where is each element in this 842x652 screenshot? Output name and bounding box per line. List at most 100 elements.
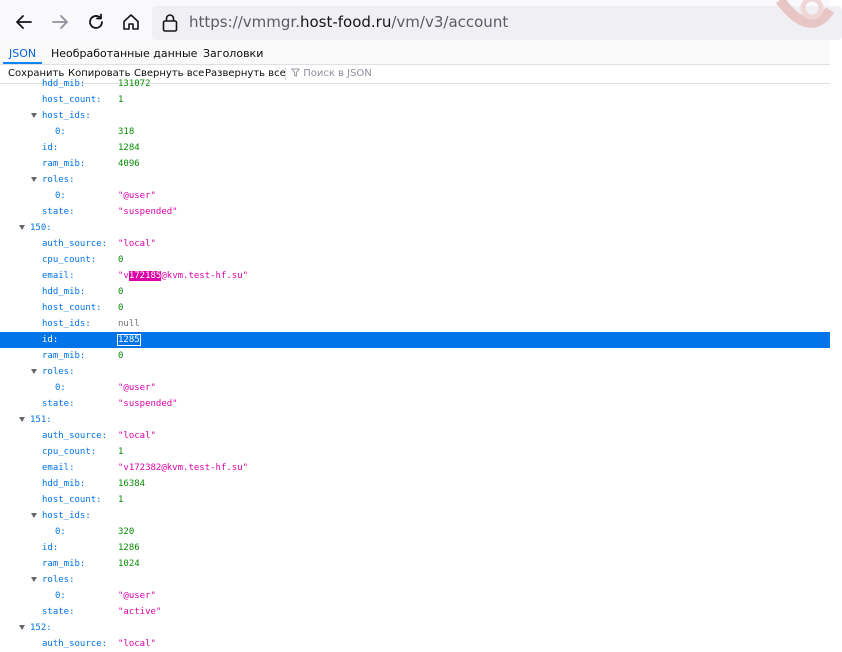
tree-row[interactable]: hdd_mib: 131072 <box>0 76 830 92</box>
tab-json[interactable]: JSON <box>3 44 43 64</box>
tree-key: host_count: <box>42 95 102 105</box>
tree-key: ram_mib: <box>42 559 86 569</box>
tree-row[interactable]: roles: <box>0 572 830 588</box>
tree-row[interactable]: id:1286 <box>0 540 830 556</box>
tree-key: 150: <box>30 223 52 233</box>
expand-toggle-icon[interactable] <box>31 113 37 118</box>
tree-row[interactable]: host_count: 1 <box>0 92 830 108</box>
tree-row[interactable]: roles: <box>0 172 830 188</box>
tree-value: 1 <box>118 444 123 460</box>
tree-row[interactable]: 0:318 <box>0 124 830 140</box>
tree-row[interactable]: 0:"@user" <box>0 380 830 396</box>
tree-row[interactable]: auth_source: "local" <box>0 428 830 444</box>
tree-row[interactable]: host_ids: <box>0 508 830 524</box>
tree-row[interactable]: 150: <box>0 220 830 236</box>
tree-key: 0: <box>55 127 66 137</box>
tree-value: "active" <box>118 604 161 620</box>
url-text[interactable]: https://vmmgr.host-food.ru/vm/v3/account <box>189 13 508 31</box>
copy-button[interactable]: Копировать <box>68 68 131 79</box>
tree-value: 0 <box>118 284 123 300</box>
tree-key: roles: <box>42 367 75 377</box>
value-text: "suspended" <box>118 207 178 217</box>
value-text: 1 <box>118 495 124 505</box>
tree-value: 131072 <box>118 76 151 92</box>
tree-key: 151: <box>30 415 52 425</box>
tree-value: 1 <box>118 492 123 508</box>
page-logo-decoration <box>776 0 835 28</box>
expand-toggle-icon[interactable] <box>31 177 37 182</box>
forward-button[interactable] <box>46 8 74 36</box>
collapse-all-button[interactable]: Свернуть все <box>134 68 205 79</box>
value-text: "suspended" <box>118 399 178 409</box>
tree-key: hdd_mib: <box>42 287 86 297</box>
filter-json-input[interactable]: Поиск в JSON <box>291 65 372 83</box>
tree-key: email: <box>42 271 75 281</box>
tree-row[interactable]: host_ids: <box>0 108 830 124</box>
reload-button[interactable] <box>82 8 110 36</box>
tree-row[interactable]: 152: <box>0 620 830 636</box>
tree-row[interactable]: 0: "@user" <box>0 188 830 204</box>
tree-row[interactable]: auth_source:"local" <box>0 236 830 252</box>
tree-row[interactable]: auth_source:"local" <box>0 636 830 652</box>
tree-key: auth_source: <box>42 431 108 441</box>
tree-row[interactable]: 0:"@user" <box>0 588 830 604</box>
value-text: 1 <box>118 95 124 105</box>
tree-row[interactable]: cpu_count:1 <box>0 444 830 460</box>
tree-row[interactable]: roles: <box>0 364 830 380</box>
tree-key: hdd_mib: <box>42 79 86 89</box>
tree-value: "local" <box>118 236 156 252</box>
tree-row[interactable]: cpu_count:0 <box>0 252 830 268</box>
tree-row[interactable]: id:1285 <box>0 332 830 348</box>
tree-row[interactable]: id:1284 <box>0 140 830 156</box>
tree-row[interactable]: email:"v172382@kvm.test-hf.su" <box>0 460 830 476</box>
expand-toggle-icon[interactable] <box>19 625 25 630</box>
address-bar[interactable] <box>152 6 842 40</box>
tree-row[interactable]: host_count:1 <box>0 492 830 508</box>
tree-row[interactable]: state:"suspended" <box>0 204 830 220</box>
tree-value: 16384 <box>118 476 145 492</box>
url-path: /vm/v3/account <box>391 13 509 31</box>
tree-row[interactable]: ram_mib:1024 <box>0 556 830 572</box>
value-text: 1285 <box>117 334 141 346</box>
expand-all-button[interactable]: Развернуть все <box>205 68 286 79</box>
expand-toggle-icon[interactable] <box>31 513 37 518</box>
tree-key: id: <box>42 543 59 553</box>
tree-row[interactable]: 0:320 <box>0 524 830 540</box>
lock-icon[interactable] <box>160 12 180 34</box>
save-button[interactable]: Сохранить <box>8 68 65 79</box>
home-button[interactable] <box>117 8 145 36</box>
tree-key: host_count: <box>42 303 102 313</box>
tab-raw-data[interactable]: Необработанные данные <box>51 47 198 60</box>
tree-row[interactable]: state:"suspended" <box>0 396 830 412</box>
home-icon <box>123 14 139 30</box>
value-suffix: @kvm.test-hf.su" <box>161 271 249 281</box>
filter-placeholder: Поиск в JSON <box>303 68 372 79</box>
tree-row[interactable]: host_ids: null <box>0 316 830 332</box>
tree-key: 0: <box>55 191 66 201</box>
tree-row[interactable]: state:"active" <box>0 604 830 620</box>
expand-toggle-icon[interactable] <box>31 577 37 582</box>
tree-value: "v172382@kvm.test-hf.su" <box>118 460 248 476</box>
tree-row[interactable]: 151: <box>0 412 830 428</box>
tree-key: host_ids: <box>42 319 91 329</box>
tree-row[interactable]: hdd_mib:16384 <box>0 476 830 492</box>
tree-row[interactable]: email: "v172185@kvm.test-hf.su" <box>0 268 830 284</box>
tree-row[interactable]: ram_mib:0 <box>0 348 830 364</box>
back-button[interactable] <box>10 8 38 36</box>
expand-toggle-icon[interactable] <box>31 369 37 374</box>
reload-icon <box>89 13 103 29</box>
tree-key: auth_source: <box>42 639 108 649</box>
tab-headers[interactable]: Заголовки <box>203 47 264 60</box>
tree-row[interactable]: ram_mib:4096 <box>0 156 830 172</box>
tree-row[interactable]: host_count:0 <box>0 300 830 316</box>
tree-row[interactable]: hdd_mib: 0 <box>0 284 830 300</box>
tree-value: null <box>118 316 140 332</box>
tree-value: "local" <box>118 428 156 444</box>
expand-toggle-icon[interactable] <box>19 417 25 422</box>
value-text: "@user" <box>118 191 156 201</box>
tree-value: 0 <box>118 348 123 364</box>
expand-toggle-icon[interactable] <box>19 225 25 230</box>
tree-value: "v172185@kvm.test-hf.su" <box>118 268 248 284</box>
arrow-right-icon <box>52 15 68 29</box>
value-text: 1284 <box>118 143 140 153</box>
